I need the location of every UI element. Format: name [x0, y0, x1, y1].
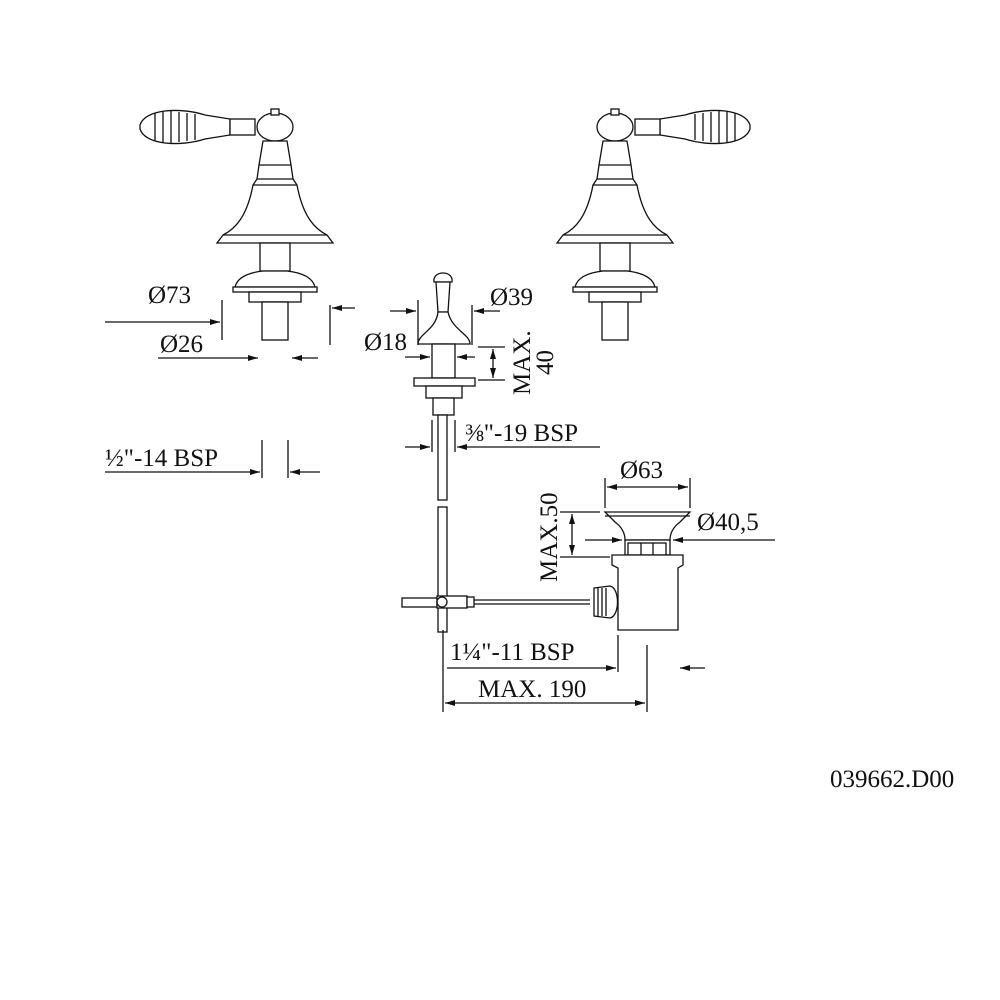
waste-flange-diameter: Ø63 — [620, 457, 663, 484]
lift-stem-diameter: Ø18 — [364, 329, 407, 356]
lift-max-height-value: 40 — [532, 350, 559, 375]
left-tap-body-diameter: Ø73 — [148, 282, 191, 309]
waste-max-length: MAX. 190 — [478, 676, 586, 703]
lift-thread: ⅜"-19 BSP — [465, 420, 578, 447]
pop-up-lift-dimensions — [390, 300, 600, 452]
waste-max-height: MAX.50 — [536, 492, 563, 582]
lift-flange-diameter: Ø39 — [490, 284, 533, 311]
left-tap-stem-diameter: Ø26 — [160, 331, 203, 358]
waste-drawing — [593, 511, 692, 631]
waste-thread: 1¼"-11 BSP — [450, 639, 575, 666]
drawing-number: 039662.D00 — [830, 766, 954, 793]
left-tap-thread: ½"-14 BSP — [105, 445, 218, 472]
waste-body-diameter: Ø40,5 — [697, 509, 759, 536]
lift-max-height-label: MAX. — [509, 330, 536, 395]
left-tap-dimensions — [105, 300, 355, 478]
right-tap-drawing — [556, 108, 751, 341]
waste-dimensions — [442, 478, 775, 712]
pop-up-lift-rod-drawing — [401, 272, 590, 633]
